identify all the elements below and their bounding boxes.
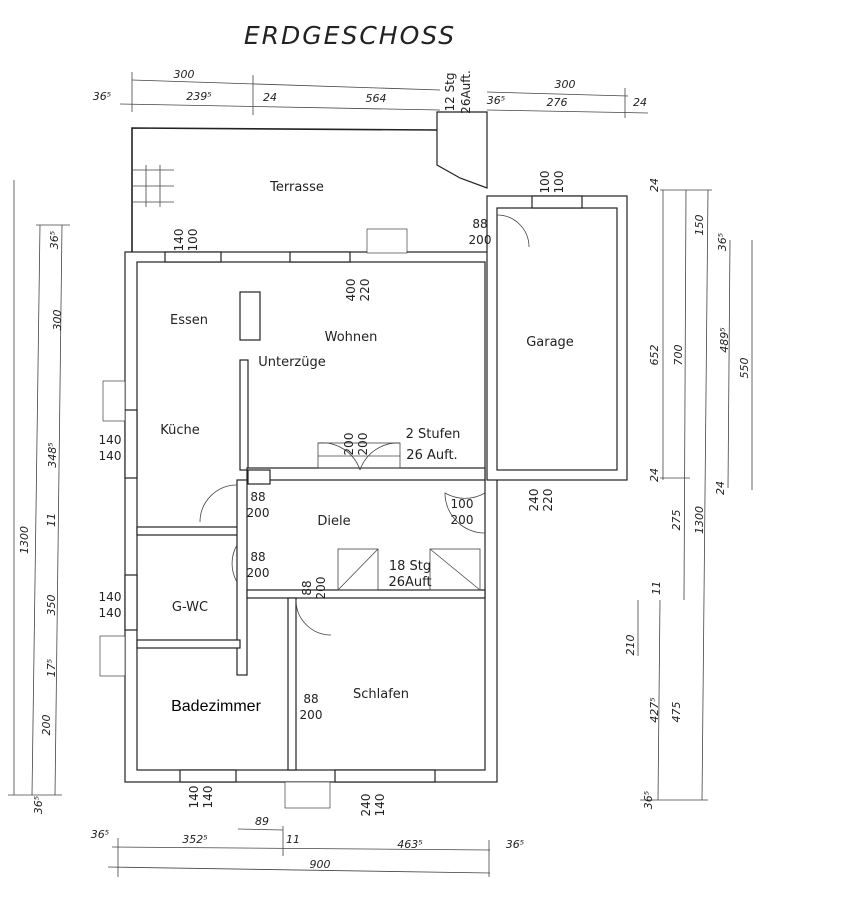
room-label: Schlafen [353,687,409,702]
dimension-label: 11 [45,513,58,527]
dimension-label: 89 [255,815,269,828]
dimension-label: 36⁵ [642,791,655,809]
dimension-label: 36⁵ [93,90,111,103]
opening-size: 88 [303,692,318,706]
dimension-label: 463⁵ [397,838,422,851]
opening-size: 200 [469,233,492,247]
dimension-label: 300 [555,78,576,91]
dimension-label: 276 [547,96,568,109]
opening-size: 100 [186,229,200,252]
room-label: 26 Auft. [406,448,457,463]
room-label: Unterzüge [258,355,326,370]
dimension-label: 352⁵ [182,833,207,846]
room-label: 18 Stg [389,559,431,574]
dimension-label: 489⁵ [718,327,731,352]
dimension-label: 11 [650,581,663,595]
opening-size: 240 [359,794,373,817]
opening-size: 200 [314,577,328,600]
dimension-label: 550 [738,358,751,379]
dimension-label: 700 [672,345,685,366]
dimension-label: 900 [310,858,331,871]
opening-size: 400 [344,279,358,302]
opening-size: 140 [99,590,122,604]
opening-size: 88 [472,217,487,231]
dimension-label: 1300 [693,506,706,534]
dimension-label: 348⁵ [46,442,59,467]
stair-label: 26Auft. [459,70,473,114]
dimension-label: 564 [366,92,387,105]
room-label: 2 Stufen [406,427,461,442]
opening-size: 100 [451,497,474,511]
opening-size: 88 [250,550,265,564]
room-label: 26Auft [388,575,431,590]
room-label: Badezimmer [171,698,261,715]
dimension-label: 150 [693,215,706,236]
dimension-label: 24 [714,481,727,495]
opening-size: 200 [247,566,270,580]
dimension-label: 427⁵ [648,697,661,722]
dimension-label: 475 [670,702,683,723]
dimension-label: 239⁵ [186,90,211,103]
outdoor-stair [436,111,488,189]
room-label: Küche [160,423,200,438]
opening-size: 220 [541,489,555,512]
dimension-label: 36⁵ [32,796,45,814]
dimension-label: 652 [648,345,661,366]
opening-size: 88 [250,490,265,504]
dimension-label: 200 [40,715,53,736]
room-label: Diele [317,514,350,529]
opening-size: 140 [99,606,122,620]
opening-size: 140 [99,433,122,447]
opening-size: 140 [373,794,387,817]
dimension-label: 24 [648,468,661,482]
opening-size: 200 [342,433,356,456]
walls [124,111,628,783]
room-label: Essen [170,313,208,328]
opening-size: 100 [538,171,552,194]
dimension-label: 350 [45,595,58,616]
room-label: Garage [526,335,574,350]
opening-size: 88 [300,580,314,595]
dimension-label: 24 [633,96,647,109]
opening-size: 220 [358,279,372,302]
dimension-label: 36⁵ [48,231,61,249]
dimension-label: 36⁵ [91,828,109,841]
opening-size: 200 [451,513,474,527]
opening-size: 200 [356,433,370,456]
dimension-lines [8,72,753,877]
opening-size: 200 [247,506,270,520]
opening-size: 140 [172,229,186,252]
dimension-label: 36⁵ [716,233,729,251]
opening-size: 100 [552,171,566,194]
dimension-label: 17⁵ [45,659,58,677]
dimension-label: 36⁵ [506,838,524,851]
dimension-label: 24 [648,178,661,192]
opening-size: 140 [187,786,201,809]
opening-size: 140 [99,449,122,463]
dimension-label: 24 [263,91,277,104]
opening-size: 140 [201,786,215,809]
dimension-label: 36⁵ [487,94,505,107]
dimension-label: 300 [174,68,195,81]
dimension-label: 300 [51,310,64,331]
dimension-label: 275 [670,510,683,531]
dimension-label: 210 [624,635,637,656]
opening-size: 200 [300,708,323,722]
opening-size: 240 [527,489,541,512]
dimension-label: 11 [286,833,300,846]
room-label: Wohnen [325,330,378,345]
stair-label: 12 Stg [443,72,457,111]
dimension-label: 1300 [18,526,31,554]
plan-title: ERDGESCHOSS [244,21,456,50]
room-label: Terrasse [269,180,324,195]
room-label: G-WC [172,600,208,615]
planters [99,165,408,809]
